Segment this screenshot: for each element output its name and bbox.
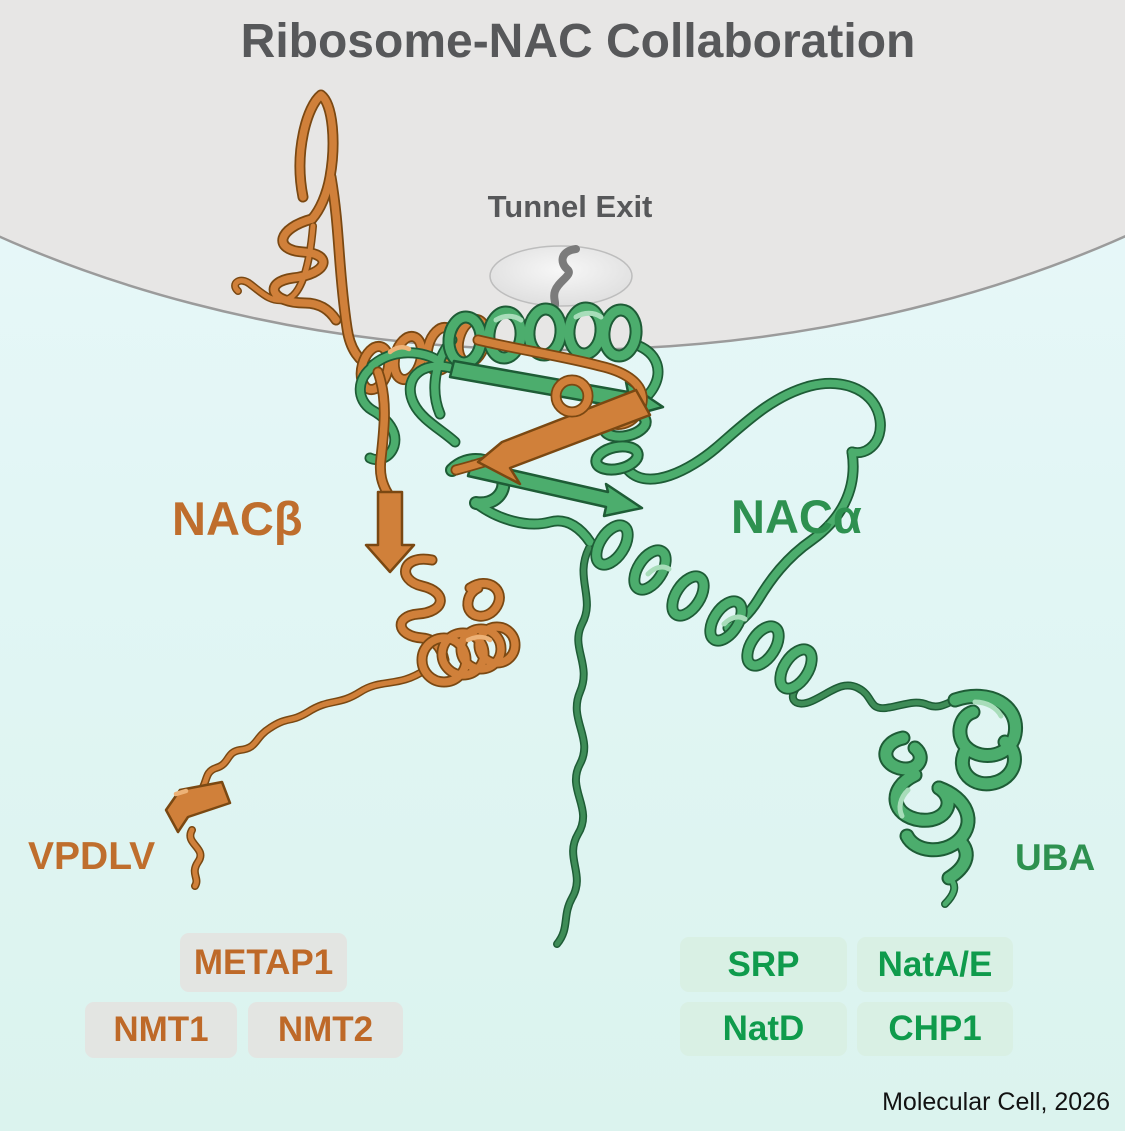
nascent-chain-icon bbox=[549, 245, 580, 313]
nac-alpha-label: NACα bbox=[731, 490, 862, 543]
vpdlv-strand bbox=[164, 780, 232, 834]
nac-beta-ribbon-lower bbox=[164, 340, 652, 886]
nac-beta-label: NACβ bbox=[172, 492, 303, 545]
tunnel-exit-label: Tunnel Exit bbox=[487, 189, 653, 224]
factor-box-chp1: CHP1 bbox=[857, 1002, 1013, 1056]
factor-box-natd: NatD bbox=[680, 1002, 847, 1056]
factor-box-nmt1: NMT1 bbox=[85, 1002, 237, 1058]
uba-domain-ribbon bbox=[886, 696, 1016, 904]
factor-box-natae: NatA/E bbox=[857, 937, 1013, 992]
vpdlv-motif-label: VPDLV bbox=[28, 835, 156, 878]
tunnel-exit bbox=[489, 245, 633, 313]
figure-title: Ribosome-NAC Collaboration bbox=[240, 15, 916, 68]
nac-alpha-ribbon bbox=[360, 301, 1016, 944]
uba-domain-label: UBA bbox=[1015, 837, 1096, 878]
factor-box-metap1: METAP1 bbox=[180, 933, 347, 992]
beta-c-terminal-arrow bbox=[364, 490, 416, 574]
factor-box-nmt2: NMT2 bbox=[248, 1002, 403, 1058]
factor-box-srp: SRP bbox=[680, 937, 847, 992]
journal-citation: Molecular Cell, 2026 bbox=[882, 1088, 1110, 1116]
ribbon-highlights bbox=[173, 310, 1004, 819]
